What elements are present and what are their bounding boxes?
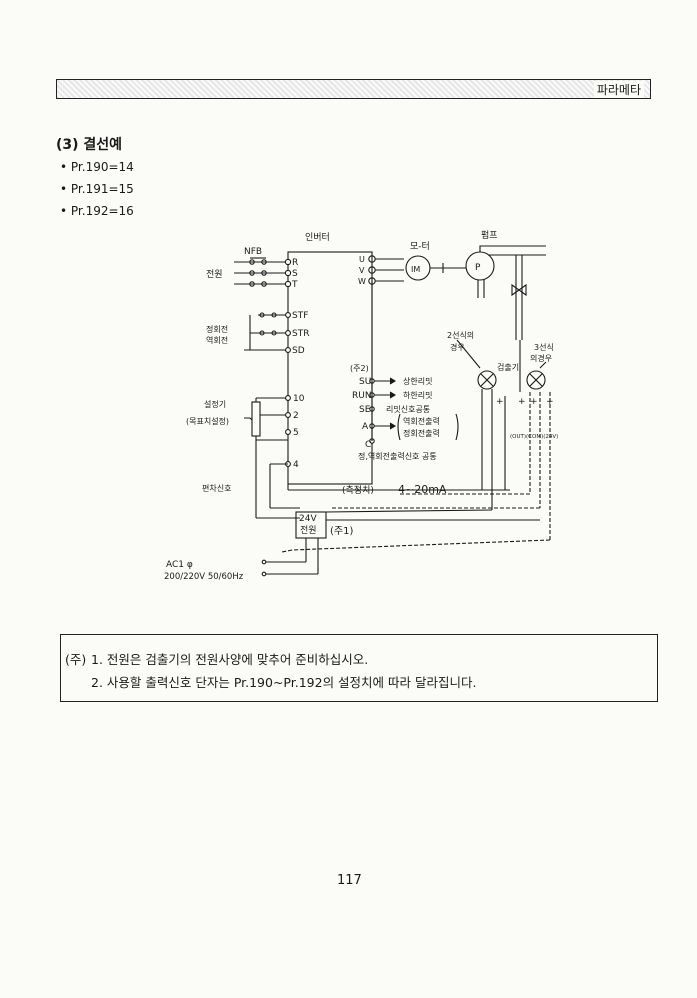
- header-label: 파라메타: [593, 81, 644, 98]
- note-line-2: 2. 사용할 출력신호 단자는 Pr.190~Pr.192의 설정치에 따라 달…: [91, 675, 477, 690]
- note2-marker: (주2): [350, 364, 369, 373]
- inverter-label: 인버터: [305, 232, 330, 243]
- out-se: SE: [359, 405, 371, 415]
- note-prefix: (주): [65, 652, 87, 667]
- out-a: A: [362, 422, 369, 432]
- plus-1: +: [496, 397, 504, 407]
- power-terminal-circles: [284, 258, 292, 288]
- out-run-desc: 하한리밋: [403, 390, 432, 400]
- out-c: C: [365, 440, 371, 450]
- three-wire-dashed: [281, 392, 551, 553]
- terminal-5: 5: [293, 428, 299, 438]
- ac-input-lines: [261, 538, 319, 577]
- terminal-stf: STF: [292, 311, 308, 321]
- out-su-desc: 상한리밋: [403, 376, 432, 386]
- terminal-10: 10: [293, 394, 305, 404]
- motor-output-lines: [368, 255, 404, 285]
- detector-label: 검출기: [497, 362, 519, 372]
- power-input-lines: [234, 257, 288, 287]
- note-line-1: 1. 전원은 검출기의 전원사양에 맞추어 준비하십시오.: [91, 652, 369, 667]
- param-pr191: • Pr.191=15: [60, 182, 134, 196]
- reverse-label: 역회전: [206, 335, 228, 345]
- three-wire-label-2: 의경우: [530, 353, 552, 363]
- terminal-v: V: [359, 266, 365, 275]
- deviation-label: 편차신호: [202, 483, 231, 493]
- setter-sub-label: (목표치설정): [186, 416, 229, 426]
- param-pr190: • Pr.190=14: [60, 160, 134, 174]
- measured-label: (측정치): [342, 484, 374, 496]
- pump-label: 펌프: [481, 229, 498, 241]
- plus-3: +: [530, 397, 538, 407]
- out-su: SU: [359, 377, 371, 387]
- terminal-str: STR: [292, 329, 309, 339]
- supply-box: [295, 511, 327, 539]
- nfb-label: NFB: [244, 247, 262, 257]
- ac-label: AC1 φ: [166, 560, 193, 570]
- section-title: (3) 결선예: [56, 137, 123, 153]
- note1-marker: (주1): [330, 526, 353, 537]
- page-number: 117: [337, 873, 362, 888]
- two-wire-label: 2선식의: [447, 330, 474, 340]
- setter-potentiometer: [244, 395, 291, 441]
- motor-im: IM: [411, 265, 420, 274]
- current-range: 4~20mA: [398, 483, 447, 496]
- start-switch-lines: [244, 312, 291, 353]
- terminal-s: S: [292, 269, 298, 279]
- detector-pins: (OUT)(COM)(24V): [510, 434, 558, 440]
- two-wire-label-2: 경우: [450, 342, 465, 352]
- motor-label: 모-터: [410, 241, 430, 252]
- supply-24v: 24V: [299, 514, 317, 524]
- out-se-desc: 리밋신호공통: [386, 404, 430, 414]
- pump-p: P: [475, 263, 481, 273]
- out-a-desc1: 역회전출력: [403, 416, 440, 426]
- terminal-sd: SD: [292, 346, 305, 356]
- terminal-4: 4: [293, 460, 299, 470]
- terminal-2: 2: [293, 411, 299, 421]
- signal-wiring: [255, 440, 510, 519]
- forward-label: 정회전: [206, 324, 228, 334]
- plus-2: +: [518, 397, 526, 407]
- terminal-r: R: [292, 258, 298, 268]
- terminal-w: W: [358, 277, 366, 286]
- terminal-t: T: [291, 280, 298, 290]
- setter-label: 설정기: [204, 399, 226, 409]
- param-pr192: • Pr.192=16: [60, 204, 134, 218]
- out-common-desc: 정,역회전출력신호 공통: [358, 451, 437, 461]
- three-wire-label: 3선식: [534, 343, 554, 352]
- power-source-label: 전원: [206, 269, 223, 280]
- note-box: (주) 1. 전원은 검출기의 전원사양에 맞추어 준비하십시오. 2. 사용할…: [60, 634, 658, 702]
- ac-voltage: 200/220V 50/60Hz: [164, 572, 244, 582]
- out-a-desc2: 정회전출력: [403, 428, 440, 438]
- supply-label: 전원: [300, 525, 317, 536]
- pump-piping: [477, 245, 546, 340]
- header-bar: 파라메타: [56, 79, 651, 99]
- detector-symbols: [456, 339, 547, 510]
- terminal-u: U: [359, 255, 365, 264]
- out-run: RUN: [352, 391, 372, 401]
